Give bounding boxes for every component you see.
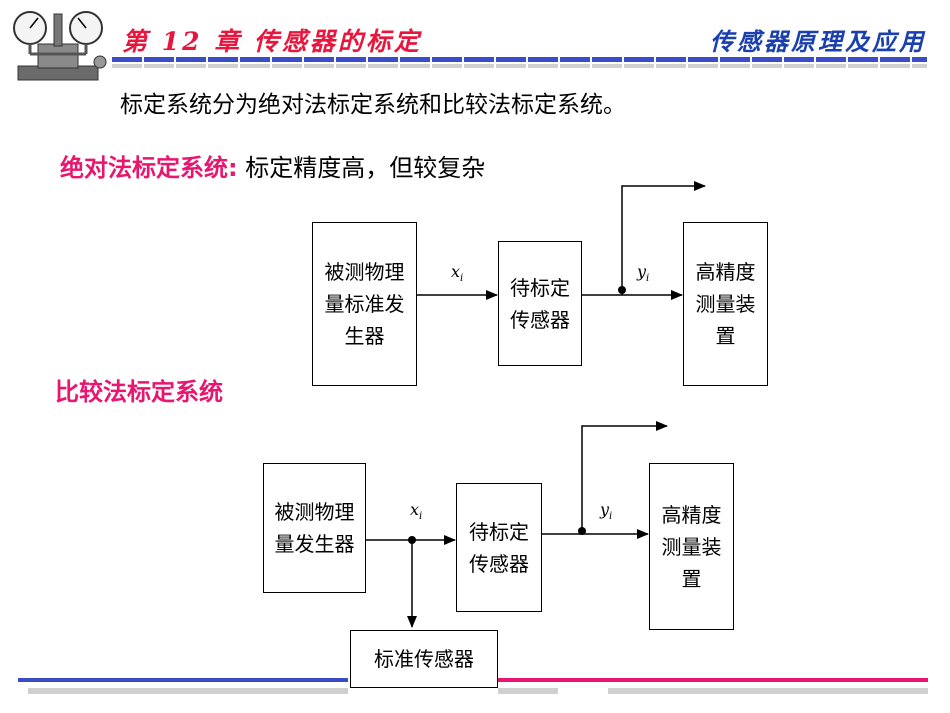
absolute-method-title: 绝对法标定系统: [60,154,238,182]
cmp-input-label: xi [410,500,423,523]
abs-output-branch-arrow [621,181,706,295]
pressure-gauge-icon [13,11,107,81]
chapter-title: 第 12 章 传感器的标定 [122,27,422,56]
absolute-method-desc: 标定精度高，但较复杂 [245,154,486,182]
cmp-junction-dot-y [578,527,586,535]
abs-junction-dot [618,286,626,294]
header-line-bottom [112,64,927,68]
abs-measure-box: 高精度测量装置 [683,222,768,386]
comparison-method-title: 比较法标定系统 [55,378,223,406]
cmp-output-label: yi [600,500,613,523]
cmp-standard-sensor-box: 标准传感器 [350,630,498,688]
intro-text: 标定系统分为绝对法标定系统和比较法标定系统。 [120,92,626,118]
abs-input-label: xi [451,262,464,285]
cmp-output-branch-arrow [581,421,668,534]
course-title: 传感器原理及应用 [710,27,926,56]
header-line-top [112,57,927,62]
footer-decoration [18,678,928,694]
cmp-sensor-box: 待标定传感器 [456,483,542,612]
abs-generator-box: 被测物理量标准发生器 [312,222,417,386]
abs-output-label: yi [637,262,650,285]
cmp-generator-box: 被测物理量发生器 [263,463,366,593]
cmp-measure-box: 高精度测量装置 [649,463,734,630]
absolute-method-heading: 绝对法标定系统: 标定精度高，但较复杂 [60,148,485,183]
abs-sensor-box: 待标定传感器 [498,241,582,366]
